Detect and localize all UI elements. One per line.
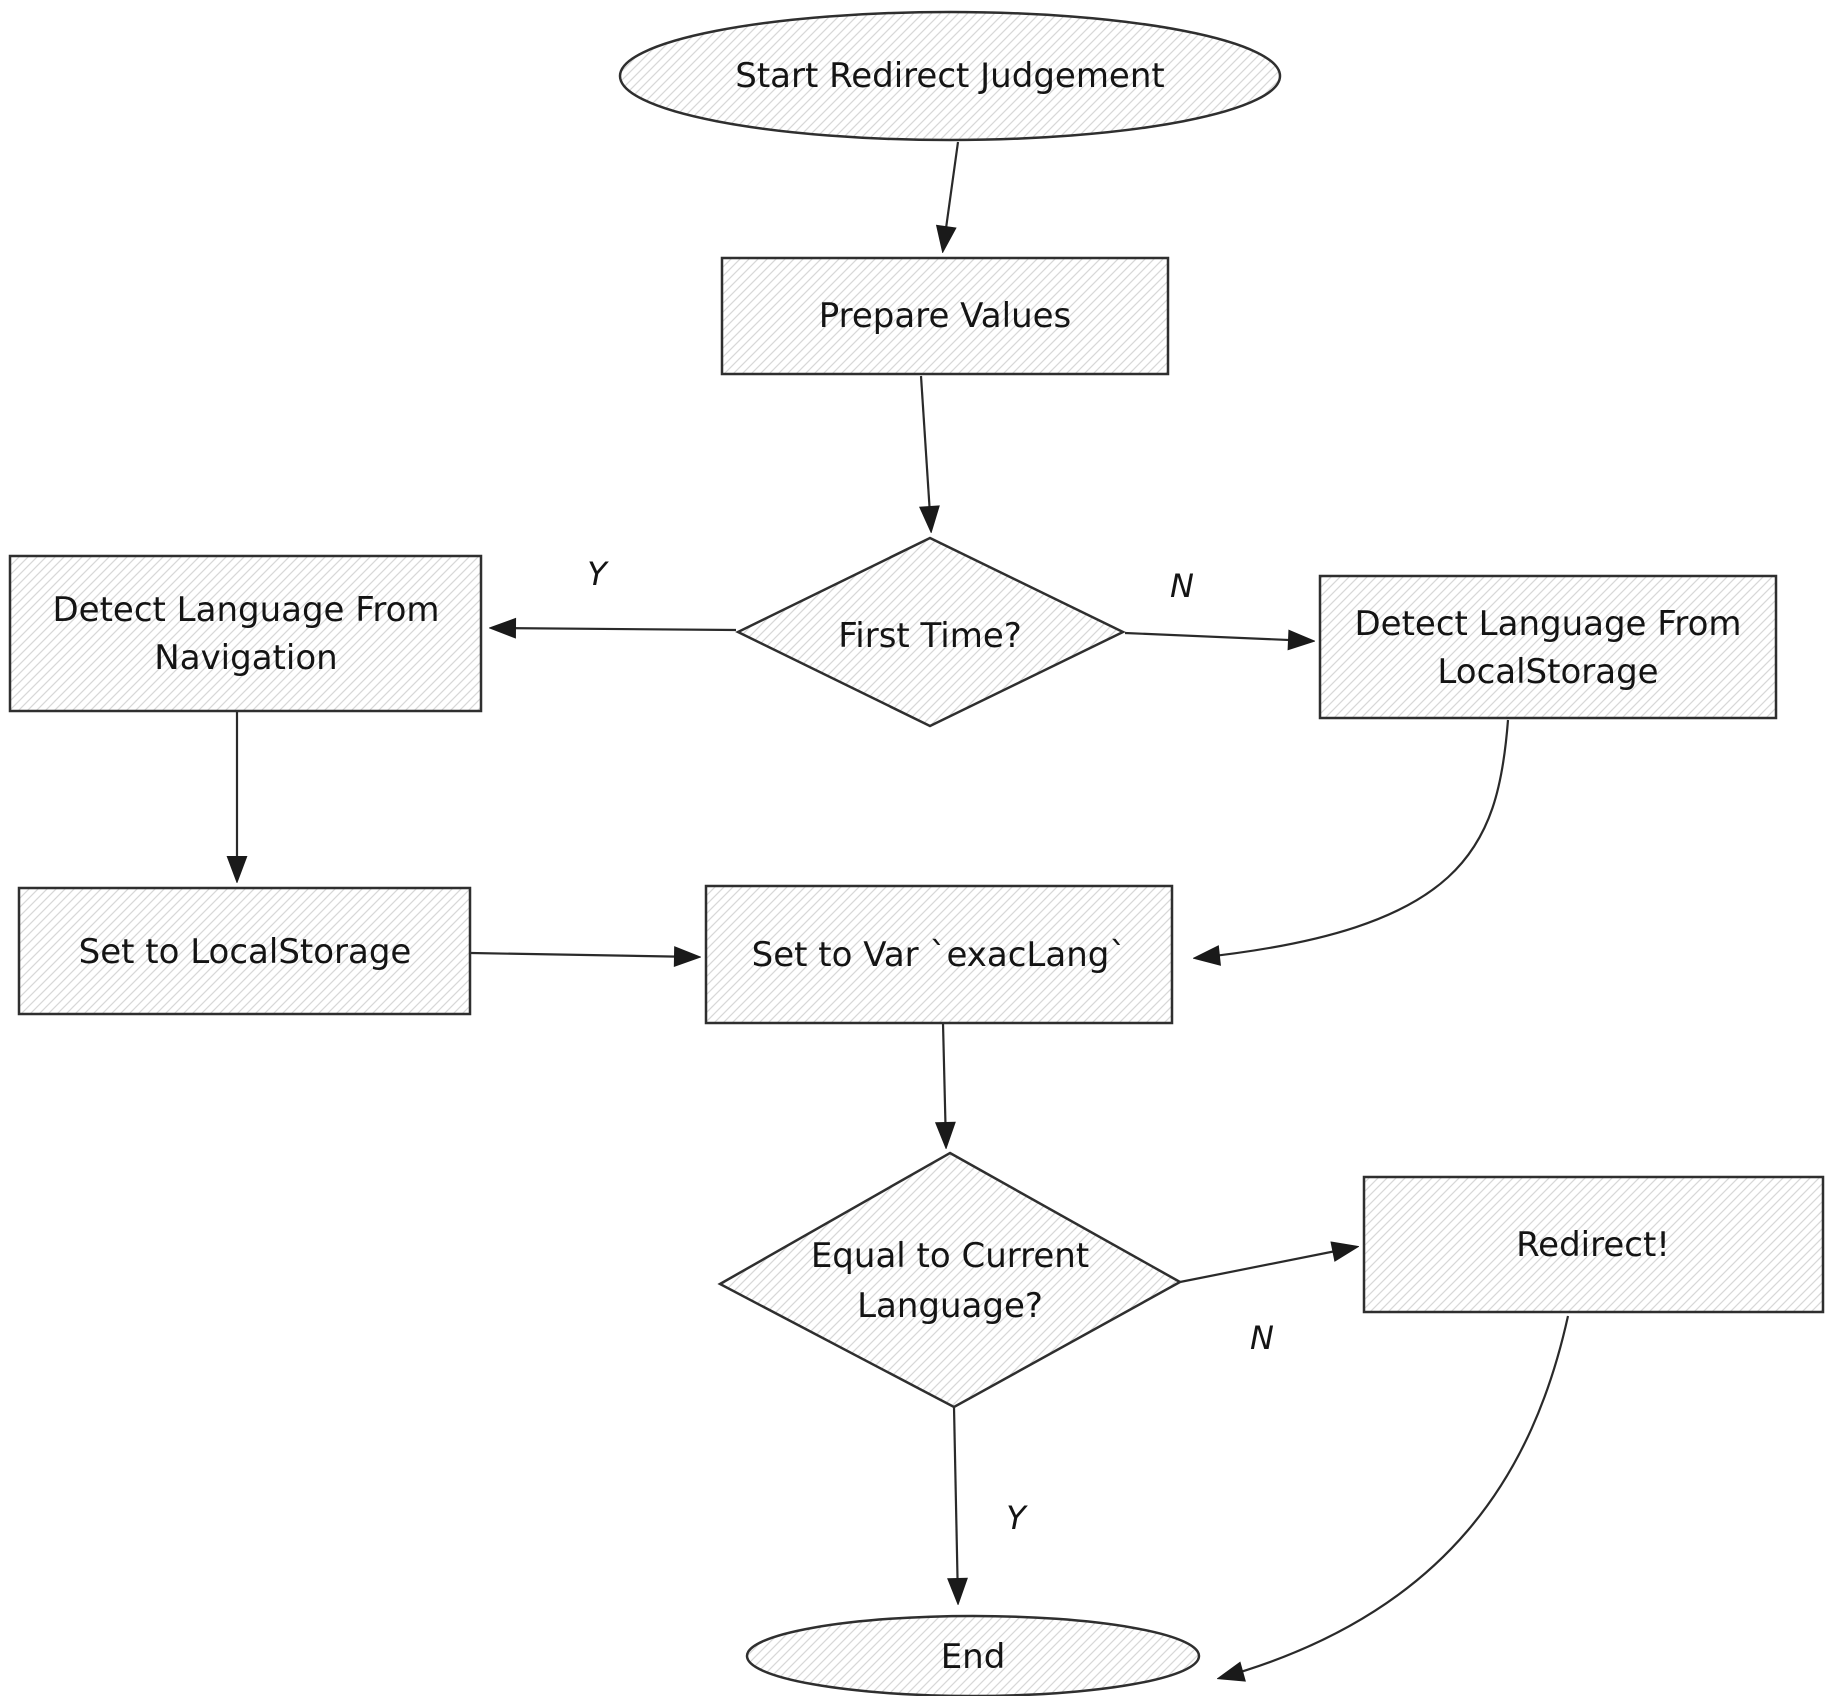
node-prepare-values: Prepare Values: [720, 256, 1170, 376]
first-time-diamond-shape: [735, 536, 1126, 728]
set-to-localstorage-shape: [17, 886, 472, 1016]
detect-language-localstorage-shape: [1318, 574, 1778, 720]
edge-equal-current-to-redirect: [1179, 1247, 1356, 1284]
node-set-to-var-exaclang: Set to Var `exacLang`: [704, 884, 1174, 1025]
edge-equal-current-to-end: [954, 1406, 958, 1602]
node-equal-current-language-decision: Equal to Current Language?: [717, 1151, 1183, 1409]
edge-redirect-to-end: [1220, 1315, 1570, 1678]
node-first-time-decision: First Time?: [735, 536, 1126, 728]
node-start: Start Redirect Judgement: [618, 10, 1282, 142]
edge-set-ls-to-set-var: [470, 953, 698, 957]
edge-first-time-to-detect-ls: [1124, 633, 1312, 641]
edge-set-var-to-equal-current: [943, 1022, 946, 1146]
equal-current-language-line2: Language?: [857, 1286, 1043, 1326]
start-terminator-shape: [618, 10, 1282, 142]
first-time-label: First Time?: [838, 616, 1022, 656]
redirect-label: Redirect!: [1516, 1225, 1670, 1265]
start-label: Start Redirect Judgement: [735, 56, 1164, 96]
prepare-values-label: Prepare Values: [819, 296, 1072, 336]
edge-first-time-to-detect-nav: [492, 628, 737, 630]
end-terminator-shape: [745, 1614, 1201, 1696]
edge-prepare-to-first-time: [921, 375, 931, 530]
detect-language-localstorage-line1: Detect Language From: [1354, 604, 1741, 644]
equal-current-language-diamond-shape: [717, 1151, 1183, 1409]
node-detect-language-localstorage: Detect Language From LocalStorage: [1318, 574, 1778, 720]
edge-label-equal-current-yes: Y: [1006, 1499, 1028, 1537]
edge-label-equal-current-no: N: [1250, 1319, 1274, 1357]
edge-label-first-time-yes: Y: [587, 555, 609, 593]
edge-start-to-prepare: [943, 141, 960, 250]
end-label: End: [941, 1637, 1006, 1677]
set-to-localstorage-label: Set to LocalStorage: [79, 932, 412, 972]
edge-detect-ls-to-set-var: [1196, 719, 1510, 958]
node-detect-language-navigation: Detect Language From Navigation: [8, 554, 483, 713]
edge-label-first-time-no: N: [1170, 567, 1194, 605]
detect-language-navigation-line1: Detect Language From: [52, 590, 439, 630]
set-to-var-exaclang-shape: [704, 884, 1174, 1025]
prepare-values-shape: [720, 256, 1170, 376]
redirect-shape: [1362, 1175, 1825, 1314]
node-end: End: [745, 1614, 1201, 1696]
node-set-to-localstorage: Set to LocalStorage: [17, 886, 472, 1016]
detect-language-navigation-line2: Navigation: [154, 638, 337, 678]
set-to-var-exaclang-label: Set to Var `exacLang`: [752, 935, 1127, 975]
edges-layer: Y N N Y: [237, 141, 1570, 1678]
equal-current-language-line1: Equal to Current: [811, 1236, 1089, 1276]
node-redirect: Redirect!: [1362, 1175, 1825, 1314]
detect-language-navigation-shape: [8, 554, 483, 713]
detect-language-localstorage-line2: LocalStorage: [1437, 652, 1658, 692]
